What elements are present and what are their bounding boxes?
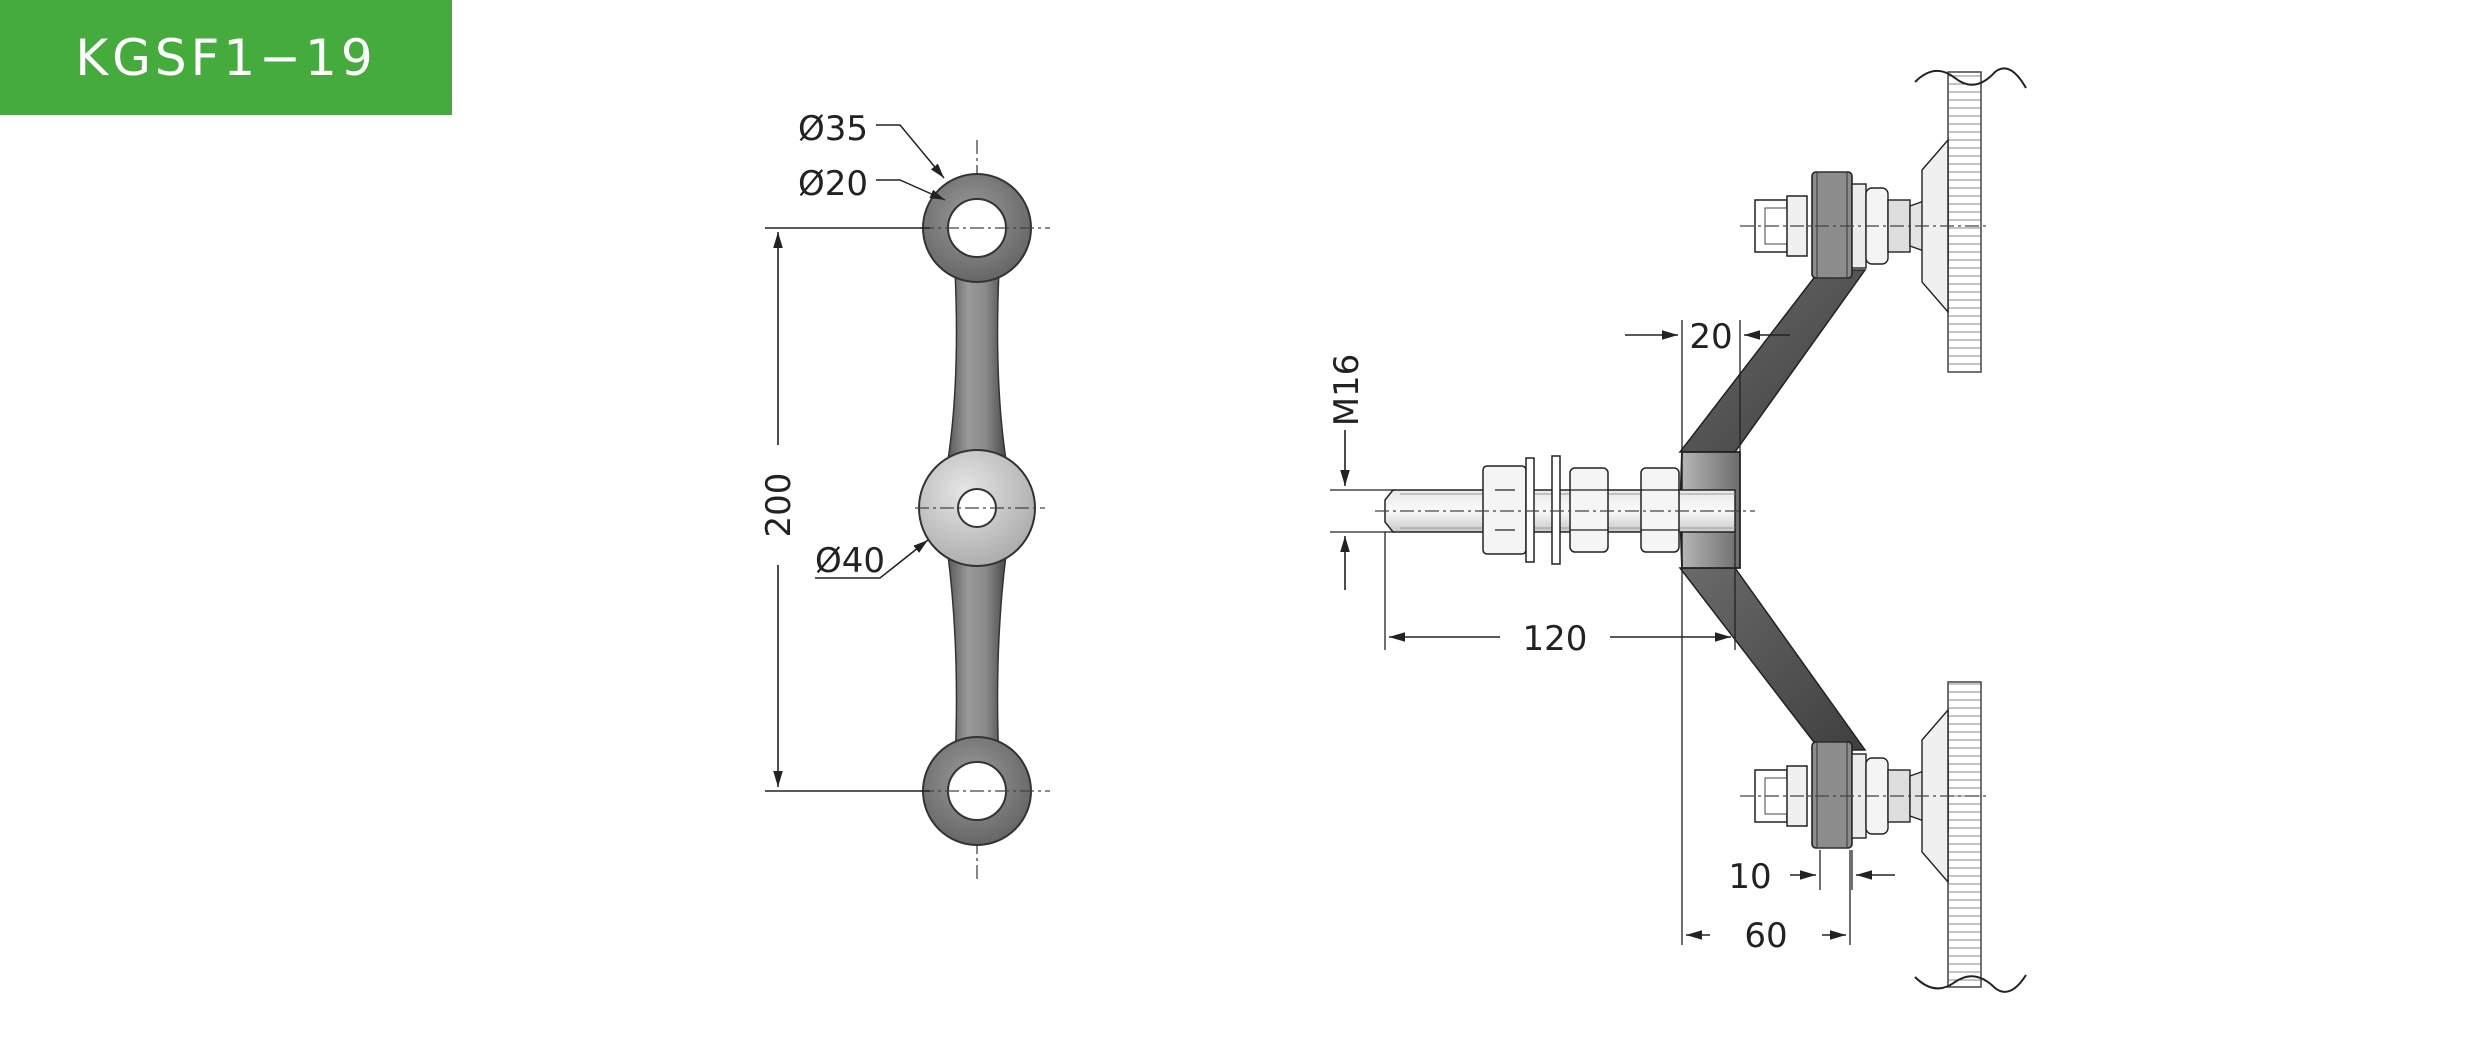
dim-20: 20 (1689, 317, 1732, 357)
dim-dia-20: Ø20 (798, 164, 868, 204)
dim-200: 200 (759, 473, 799, 538)
dim-dia-40: Ø40 (815, 541, 885, 581)
bottom-glass-fitting (1740, 708, 1990, 884)
model-badge: KGSF1−19 (0, 0, 452, 115)
dim-60: 60 (1744, 916, 1787, 956)
upper-diagonal-arm (1678, 269, 1867, 453)
dim-10: 10 (1728, 857, 1771, 897)
lower-diagonal-arm (1678, 567, 1867, 751)
top-glass-fitting (1740, 138, 1990, 314)
upper-arm (947, 269, 1007, 461)
lower-arm (947, 554, 1007, 766)
dim-dia-35: Ø35 (798, 109, 868, 149)
dim-120: 120 (1523, 619, 1588, 659)
side-view: M16 120 20 60 10 (1327, 67, 2027, 993)
model-code: KGSF1−19 (75, 28, 377, 87)
glass-panel-top (1914, 67, 2027, 373)
front-view: 200 Ø35 Ø20 Ø40 (759, 109, 1050, 880)
dim-m16: M16 (1327, 354, 1367, 427)
